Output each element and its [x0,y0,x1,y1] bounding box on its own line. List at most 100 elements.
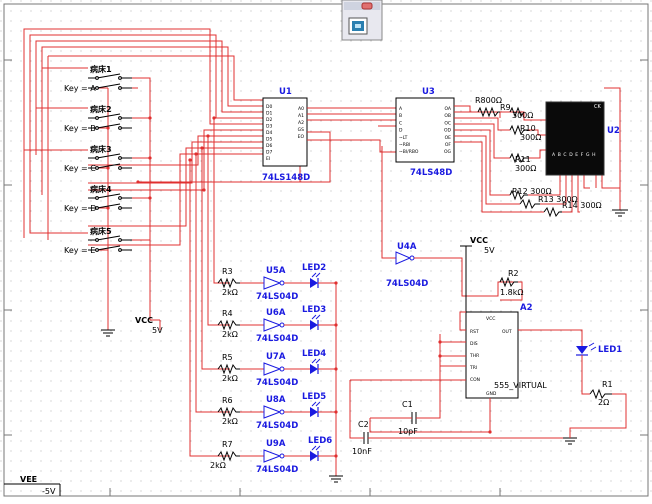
resistor-label: R5 [222,353,233,362]
pin-label: OA [444,106,451,112]
sheet-border [3,3,649,497]
r11-value: 300Ω [515,164,536,173]
pin-label: D5 [266,137,272,143]
resistor-value: 2kΩ [222,330,238,339]
a2-ref-label: A2 [520,303,533,313]
capacitors[interactable]: C1 10pF C2 10nF [352,400,577,456]
u4a-inverter[interactable]: U4A 74LS04D [386,242,484,297]
led-drive-wires [188,116,228,457]
pin-label: EI [266,156,270,162]
pin-label: GS [298,127,304,133]
decoder-display-wires [454,87,621,213]
u4a-part-label: 74LS04D [386,279,428,289]
vcc1-label: VCC [135,316,153,325]
pin-label: EO [298,134,305,140]
pin-label: A1 [298,113,304,119]
led-label: LED5 [302,392,326,402]
pin-label: ~LT [399,135,408,141]
led1-label: LED1 [598,345,622,355]
gate-part-label: 74LS04D [256,465,298,475]
pin-label: D2 [266,117,272,123]
r11-label: R11 [515,155,531,164]
switch-name-label: 病床2 [90,104,112,114]
display-ck-label: CK [594,104,601,110]
u2-ref-label: U2 [607,126,620,136]
gate-part-label: 74LS04D [256,334,298,344]
u2-seven-segment-display[interactable]: CK A B C D E F G H U2 [545,101,620,176]
vcc2-label: VCC [470,236,488,245]
switch-key-label: Key = E [64,246,95,255]
r13-label: R13 300Ω [538,195,578,204]
pin-label: A2 [298,120,304,126]
r10-label: R10 [520,124,536,133]
switch-name-label: 病床5 [90,226,112,236]
resistor-label: R4 [222,309,233,318]
pin-label: OD [444,128,452,134]
pin-label: OF [445,142,452,148]
pin-label: D1 [266,111,272,117]
timer-out-pin: OUT [502,329,512,335]
vee-supply: VEE -5V [20,475,56,496]
gate-part-label: 74LS04D [256,421,298,431]
pin-label: THR [469,353,479,359]
pin-label: DIS [470,341,478,347]
pin-label: D7 [266,150,272,156]
c1-value: 10pF [398,427,418,436]
gate-ref-label: U6A [266,308,286,318]
pin-label: CON [470,377,480,383]
pin-label: TRI [469,365,477,371]
resistor-value: 2kΩ [210,461,226,470]
gate-row-2[interactable]: R4 2kΩ U6A 74LS04D LED3 [217,305,338,344]
pin-label: A0 [298,106,304,112]
pin-label: OG [444,149,452,155]
mini-toolbar[interactable] [341,0,383,41]
close-icon[interactable] [361,2,373,10]
led-label: LED2 [302,263,326,273]
pin-label: ~RBI [399,142,410,148]
resistor-value: 2kΩ [222,417,238,426]
u3-part-label: 74LS48D [410,168,452,178]
led-label: LED3 [302,305,326,315]
resistor-label: R3 [222,267,233,276]
pin-label: RST [470,329,479,335]
switch-name-label: 病床4 [90,184,112,194]
r1-label: R1 [602,380,613,389]
pin-label: D [399,128,403,134]
pin-label: D6 [266,143,272,149]
output-led-branch[interactable]: LED1 R1 2Ω [518,329,627,438]
r1-value: 2Ω [598,398,609,407]
resistor-value: 2kΩ [222,374,238,383]
gate-part-label: 74LS04D [256,292,298,302]
r12-label: R12 300Ω [512,187,552,196]
gate-ref-label: U5A [266,266,286,276]
pin-label: D4 [266,130,272,136]
r10-value: 300Ω [520,133,541,142]
vee-value: -5V [42,487,56,496]
segment-resistors[interactable]: R800Ω R9 300Ω R10 300Ω R11 300Ω R12 300Ω… [475,96,602,218]
switch-name-label: 病床1 [90,64,112,74]
gate-row-1[interactable]: R3 2kΩ U5A 74LS04D LED2 [217,263,338,302]
vee-label: VEE [20,475,37,484]
resistor-value: 2kΩ [222,288,238,297]
switch-key-label: Key = D [64,204,96,213]
led-ground-rail [329,283,343,483]
resistor-label: R7 [222,440,233,449]
gate-ref-label: U9A [266,439,286,449]
switch-name-label: 病床3 [90,144,112,154]
u1-ref-label: U1 [279,87,292,97]
